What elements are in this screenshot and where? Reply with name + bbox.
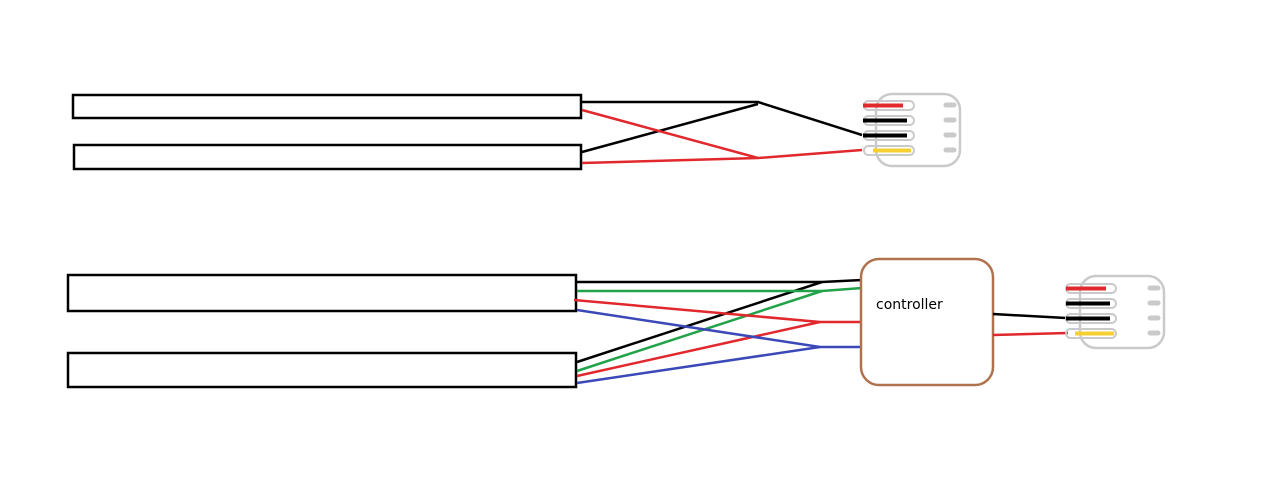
top-black-wire-2 bbox=[581, 102, 759, 154]
bottom-blue-wire-2 bbox=[576, 345, 821, 385]
bottom-red-wire-1 bbox=[573, 298, 862, 324]
controller-red-out bbox=[992, 331, 1069, 337]
bottom-red-wire-2 bbox=[576, 320, 821, 378]
top-red-wire-1 bbox=[581, 108, 863, 160]
top-black-wire-1 bbox=[582, 100, 863, 137]
top-diagram bbox=[71, 92, 962, 171]
bottom-strip-2 bbox=[66, 351, 578, 389]
controller-box bbox=[859, 257, 995, 387]
bottom-connector bbox=[1065, 274, 1166, 350]
top-strip-2 bbox=[72, 143, 583, 171]
bottom-green-wire-1 bbox=[577, 286, 863, 293]
bottom-diagram bbox=[66, 257, 1166, 389]
top-red-wire-2 bbox=[581, 156, 759, 165]
top-strip-1 bbox=[71, 93, 583, 120]
bottom-strip-1 bbox=[66, 273, 578, 313]
bottom-black-wire-2 bbox=[576, 280, 823, 364]
bottom-green-wire-2 bbox=[576, 289, 823, 373]
controller-black-out bbox=[992, 312, 1067, 320]
top-connector bbox=[863, 92, 962, 168]
controller-label: controller bbox=[876, 297, 943, 313]
